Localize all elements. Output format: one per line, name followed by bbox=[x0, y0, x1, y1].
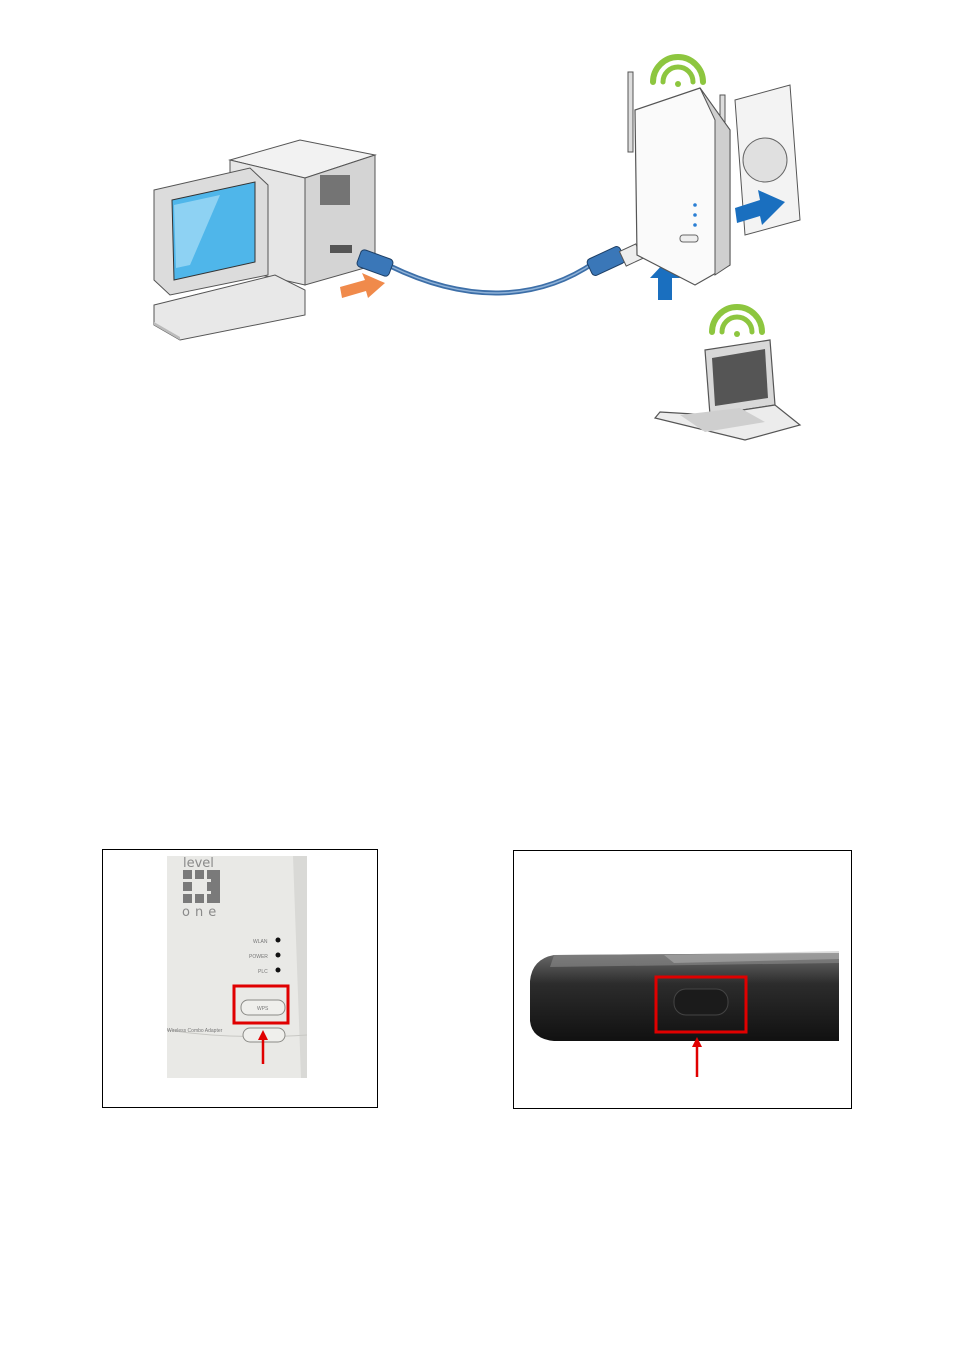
powerline-adapter-icon bbox=[628, 72, 730, 285]
device-footer-text: Wireless Combo Adapter bbox=[167, 1028, 223, 1034]
laptop-icon bbox=[655, 340, 800, 440]
desktop-computer-icon bbox=[154, 140, 375, 340]
logo-text-top: level bbox=[183, 856, 214, 871]
led-label-wlan: WLAN bbox=[253, 939, 268, 945]
setup-illustration bbox=[140, 40, 820, 460]
adapter-wps-photo: level one WLAN POWER PLC WPS Wireless Co… bbox=[103, 850, 377, 1107]
usb-adapter-wps-photo bbox=[514, 851, 851, 1108]
led-label-power: POWER bbox=[249, 954, 268, 960]
wifi-signal-icon bbox=[712, 307, 762, 337]
ethernet-cable-icon bbox=[356, 244, 643, 293]
led-plc-icon bbox=[276, 968, 281, 973]
wifi-signal-icon bbox=[653, 57, 703, 87]
usb-adapter-wps-photo-frame bbox=[513, 850, 852, 1109]
wps-button[interactable] bbox=[674, 989, 728, 1015]
wps-button-label: WPS bbox=[257, 1006, 269, 1012]
adapter-wps-photo-frame: level one WLAN POWER PLC WPS Wireless Co… bbox=[102, 849, 378, 1108]
led-wlan-icon bbox=[276, 938, 281, 943]
led-power-icon bbox=[276, 953, 281, 958]
arrow-orange-icon bbox=[340, 273, 385, 298]
led-label-plc: PLC bbox=[258, 969, 268, 975]
logo-text-bottom: one bbox=[182, 905, 221, 920]
